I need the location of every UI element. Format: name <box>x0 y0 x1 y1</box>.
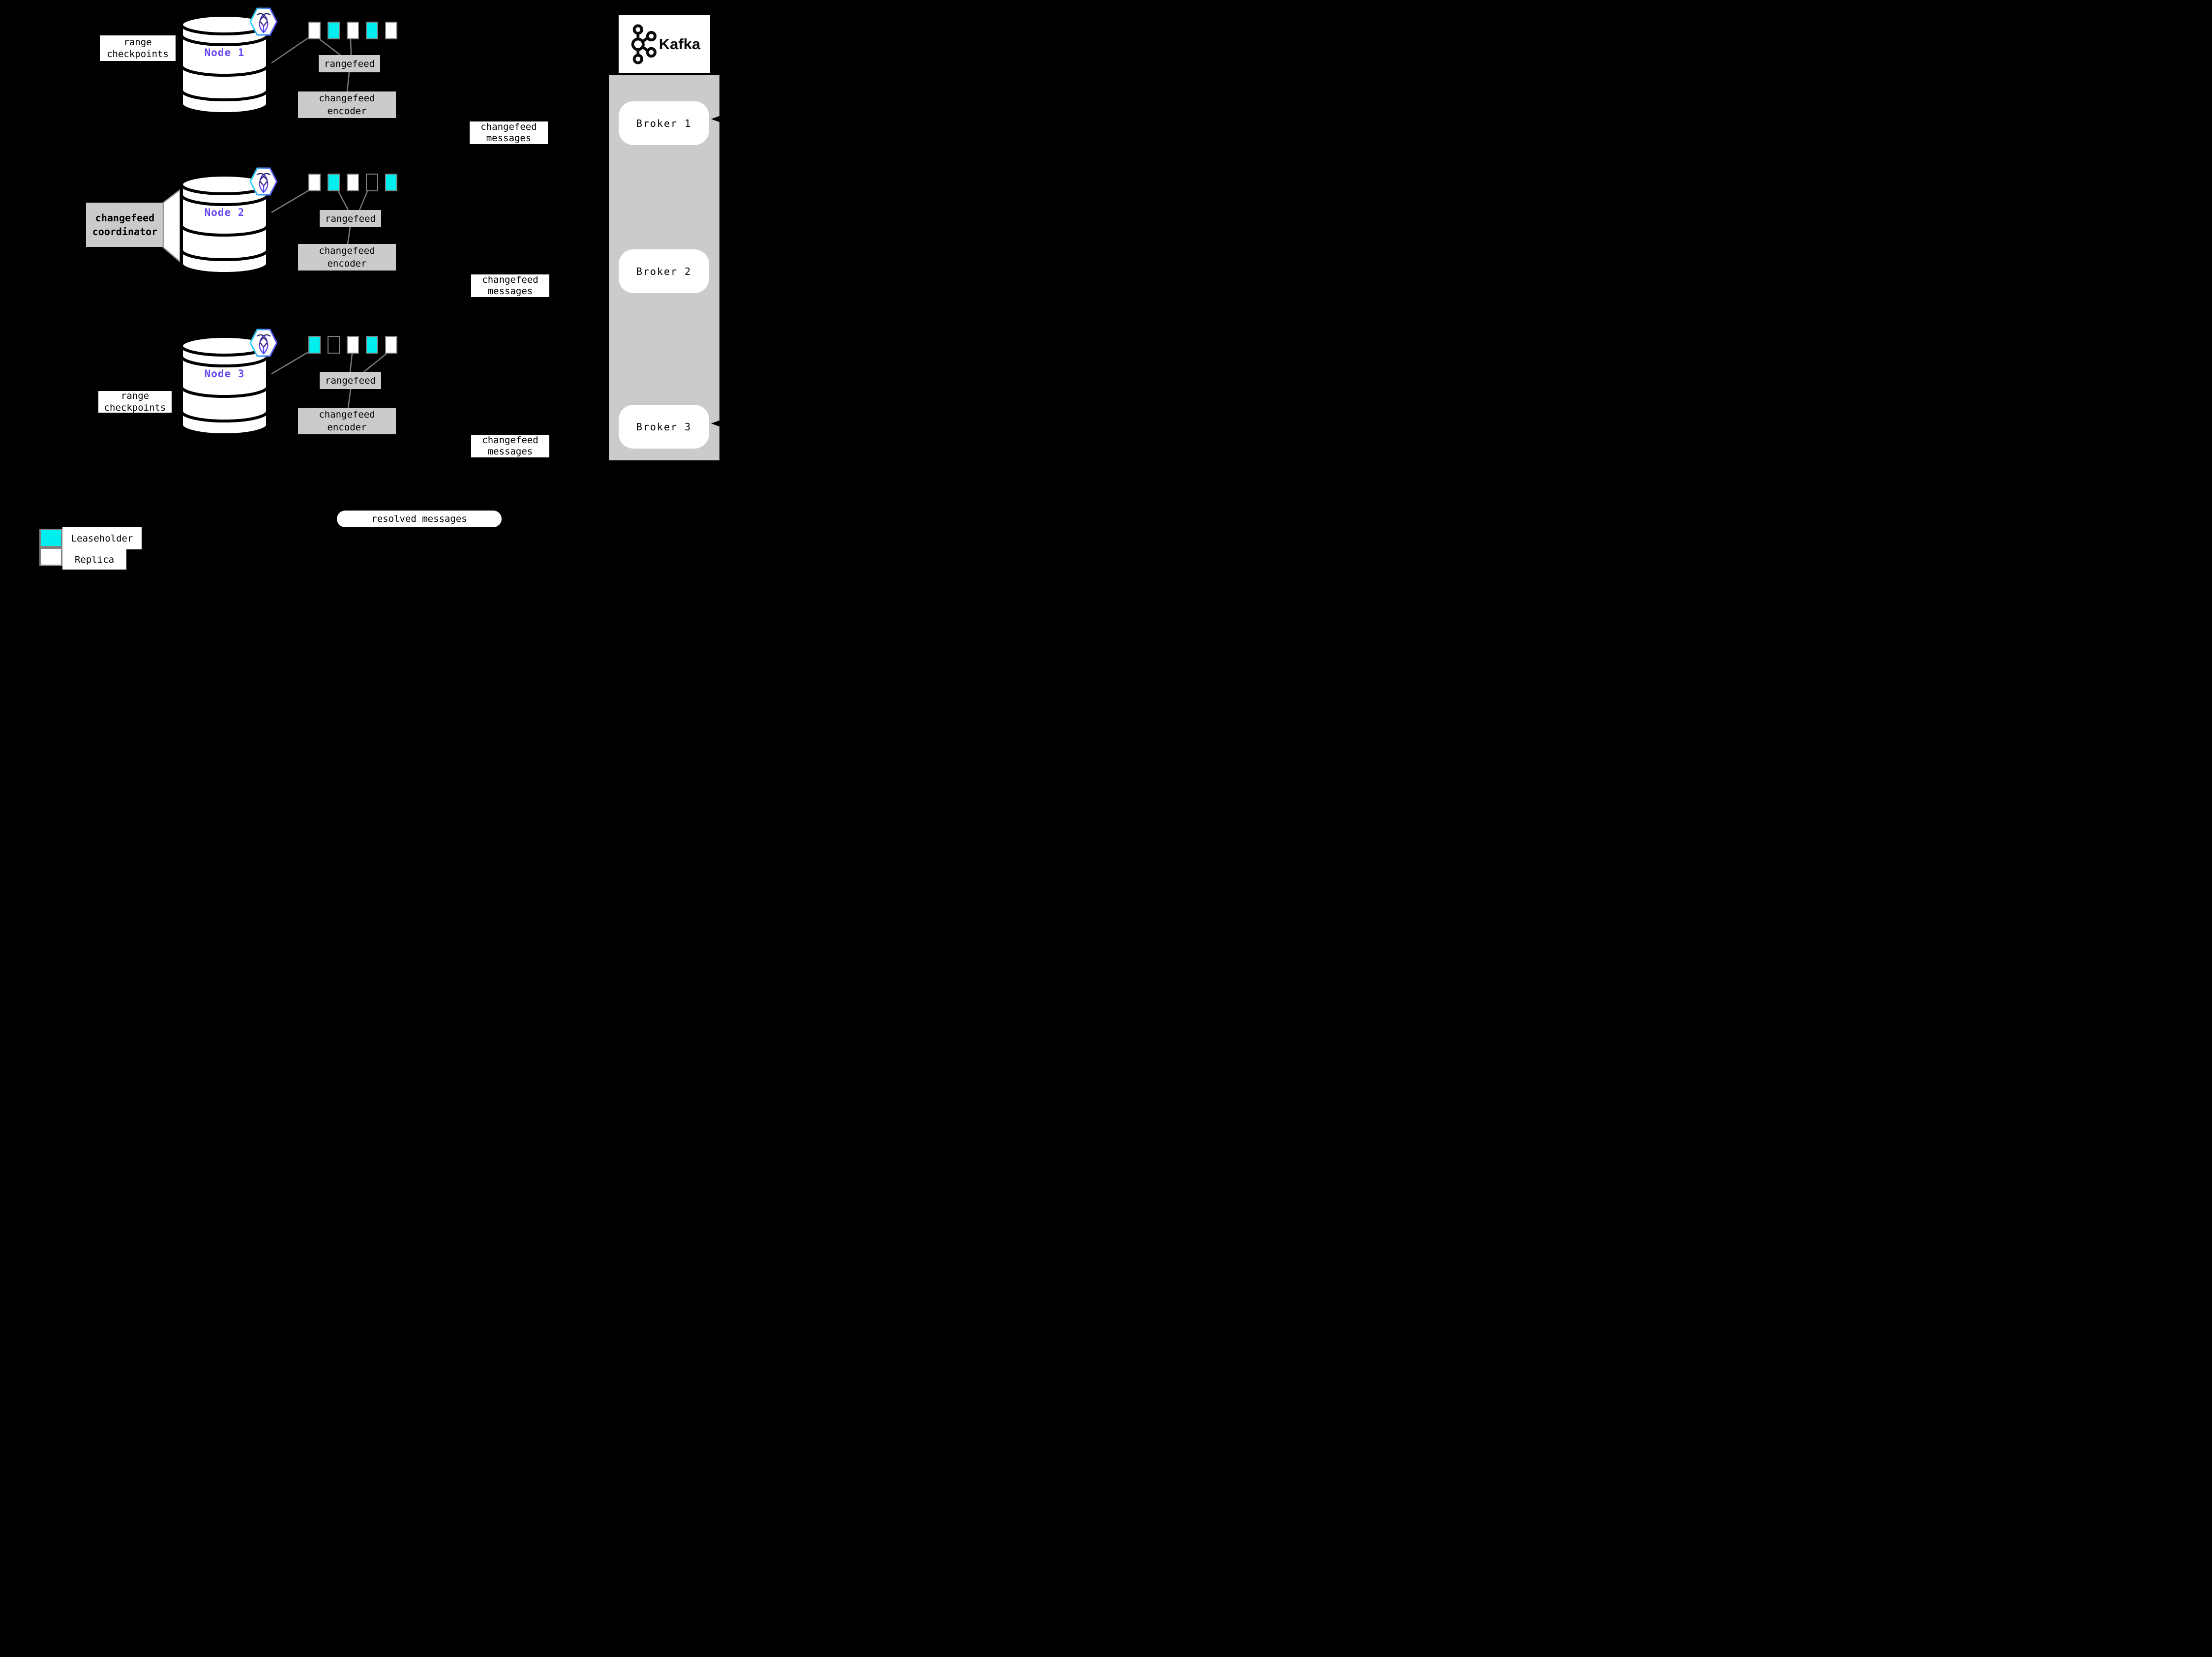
node2-rangefeed-box: rangefeed <box>320 210 381 227</box>
node3-rangefeed-box: rangefeed <box>320 372 381 389</box>
range-square-leaseholder <box>366 336 378 354</box>
broker-2: Broker 2 <box>619 249 709 293</box>
range-square-replica <box>385 336 397 354</box>
line-node2-sq2-rangefeed <box>337 191 349 211</box>
cockroachdb-badge-node3 <box>249 329 278 357</box>
node1-cylinder <box>180 14 269 115</box>
line-node1-to-ranges <box>271 37 309 64</box>
line-node1-rangefeed-encoder <box>346 72 350 92</box>
line-node2-rangefeed-encoder <box>347 227 351 244</box>
range-square-empty <box>366 174 378 191</box>
kafka-logo-icon <box>631 24 657 64</box>
line-node2-sq4-rangefeed <box>359 191 368 211</box>
line-node3-sq5-rangefeed <box>363 353 387 372</box>
changefeed-coordinator-label: changefeed coordinator <box>86 203 164 247</box>
changefeed-messages-label-1: changefeed messages <box>470 121 548 144</box>
range-square-replica <box>347 174 359 191</box>
node2-changefeed-encoder-box: changefeed encoder <box>298 244 396 271</box>
range-square-replica <box>308 174 321 191</box>
legend-replica-label: Replica <box>62 549 126 570</box>
node3-range-squares <box>308 336 397 354</box>
coordinator-callout-shape <box>162 188 181 263</box>
range-square-leaseholder <box>328 22 340 39</box>
changefeed-architecture-diagram: range checkpoints changefeed coordinator… <box>0 0 771 577</box>
node2-label: Node 2 <box>204 207 245 218</box>
resolved-messages-pill: resolved messages <box>337 511 502 527</box>
node1-range-squares <box>308 22 397 39</box>
legend-leaseholder-swatch <box>39 529 62 547</box>
node3-changefeed-encoder-box: changefeed encoder <box>298 408 396 434</box>
range-checkpoints-label-top: range checkpoints <box>100 35 176 61</box>
broker-3: Broker 3 <box>619 405 709 449</box>
node1-changefeed-encoder-box: changefeed encoder <box>298 91 396 118</box>
kafka-logo-box: Kafka <box>619 15 710 73</box>
range-square-empty <box>328 336 340 354</box>
cockroachdb-badge-node2 <box>249 167 278 196</box>
range-square-leaseholder <box>328 174 340 191</box>
line-node1-sq1-rangefeed <box>319 39 341 56</box>
node1-rangefeed-box: rangefeed <box>319 55 380 72</box>
node1-label: Node 1 <box>204 47 245 59</box>
node3-label: Node 3 <box>204 368 245 380</box>
range-square-leaseholder <box>308 336 321 354</box>
changefeed-messages-label-2: changefeed messages <box>471 274 549 297</box>
legend-replica-swatch <box>39 547 62 566</box>
line-node3-rangefeed-encoder <box>347 389 352 408</box>
range-square-replica <box>308 22 321 39</box>
kafka-cluster-panel: Broker 1 Broker 2 Broker 3 <box>609 75 719 460</box>
legend-leaseholder-label: Leaseholder <box>62 527 142 549</box>
changefeed-messages-label-3: changefeed messages <box>471 435 549 457</box>
range-square-replica <box>385 22 397 39</box>
range-square-replica <box>347 336 359 354</box>
range-square-leaseholder <box>385 174 397 191</box>
line-node3-sq3-rangefeed <box>349 353 353 372</box>
cockroachdb-badge-node1 <box>249 7 278 36</box>
node3-cylinder <box>180 335 269 436</box>
kafka-wordmark: Kafka <box>658 35 701 53</box>
range-checkpoints-label-bottom: range checkpoints <box>98 391 172 413</box>
node2-range-squares <box>308 174 397 191</box>
range-square-leaseholder <box>366 22 378 39</box>
broker-1: Broker 1 <box>619 101 709 145</box>
range-square-replica <box>347 22 359 39</box>
